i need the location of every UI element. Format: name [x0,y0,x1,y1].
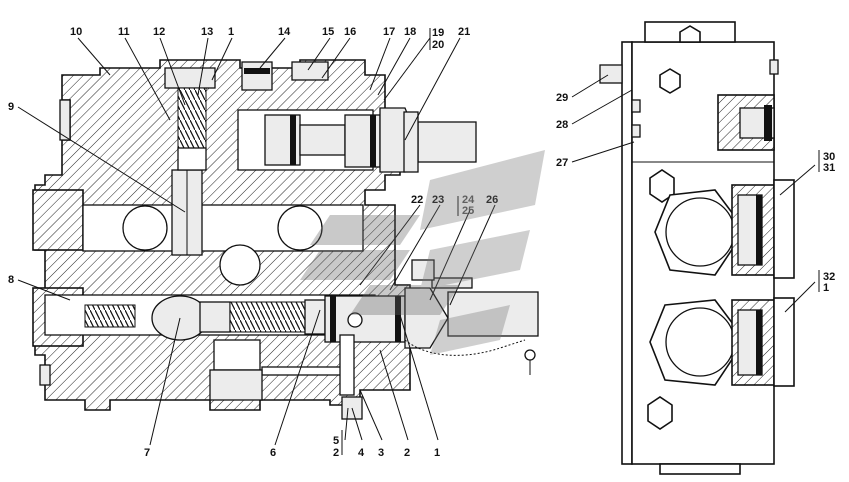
callout-26: 26 [486,194,498,206]
callout-2: 2 [404,447,410,459]
section-view [32,59,539,420]
callout-15: 15 [322,26,334,38]
callout-20: 20 [432,39,444,51]
hex-bolt-3 [647,396,673,430]
callout-30: 30 [823,151,835,163]
callout-21: 21 [458,26,470,38]
right-spring [229,301,306,333]
mounting-plate [621,41,633,465]
upper-bore-port-left [122,205,168,251]
callout-10: 10 [70,26,82,38]
callout-2-frac: 2 [333,447,339,459]
upper-outlet-fitting [417,121,477,163]
side-bolt-29 [599,64,623,84]
lower-outlet-fitting [447,291,539,337]
callout-14: 14 [278,26,291,38]
callout-7: 7 [144,447,150,459]
lower-nut [404,287,449,349]
callout-6: 6 [270,447,276,459]
callout-1-top: 1 [228,26,234,38]
callout-1-right: 1 [823,282,829,294]
callout-12: 12 [153,26,165,38]
callout-5: 5 [333,435,339,447]
callout-13: 13 [201,26,213,38]
callout-17: 17 [383,26,395,38]
small-plug [411,259,435,281]
callout-23: 23 [432,194,444,206]
leader-lines-left [17,37,496,446]
callout-1-bottom: 1 [434,447,440,459]
side-view [599,21,795,475]
callout-32: 32 [823,271,835,283]
callout-4: 4 [358,447,365,459]
lower-spool-cap [324,295,406,343]
hex-bolt-1 [659,68,681,94]
callout-8: 8 [8,274,14,286]
bottom-port [213,339,261,371]
top-fitting [241,61,273,91]
bottom-plug [209,369,263,401]
side-fitting-lower [773,297,795,387]
hex-bolt-top [679,25,701,43]
left-boss-upper [32,189,84,251]
callout-18: 18 [404,26,416,38]
callout-29: 29 [556,92,568,104]
top-plug-right [291,61,329,81]
bottom-cap [659,463,741,475]
callout-3: 3 [378,447,384,459]
callout-22: 22 [411,194,423,206]
left-spring [84,304,136,328]
upper-bore-port-right [277,205,323,251]
callout-24: 24 [462,194,475,206]
callout-11: 11 [118,26,130,38]
side-fitting-upper [773,179,795,279]
callout-19: 19 [432,27,444,39]
leader-lines-right [571,74,816,313]
center-port [219,244,261,286]
callout-labels-right: 29 28 27 30 31 32 1 [556,92,835,294]
callout-31: 31 [823,162,835,174]
callout-27: 27 [556,157,568,169]
callout-labels-left: 10 11 12 13 1 14 15 16 17 18 19 20 21 9 … [8,26,498,459]
watermark-logo [300,150,545,355]
callout-25: 25 [462,205,474,217]
callout-9: 9 [8,101,14,113]
callout-16: 16 [344,26,356,38]
callout-28: 28 [556,119,568,131]
